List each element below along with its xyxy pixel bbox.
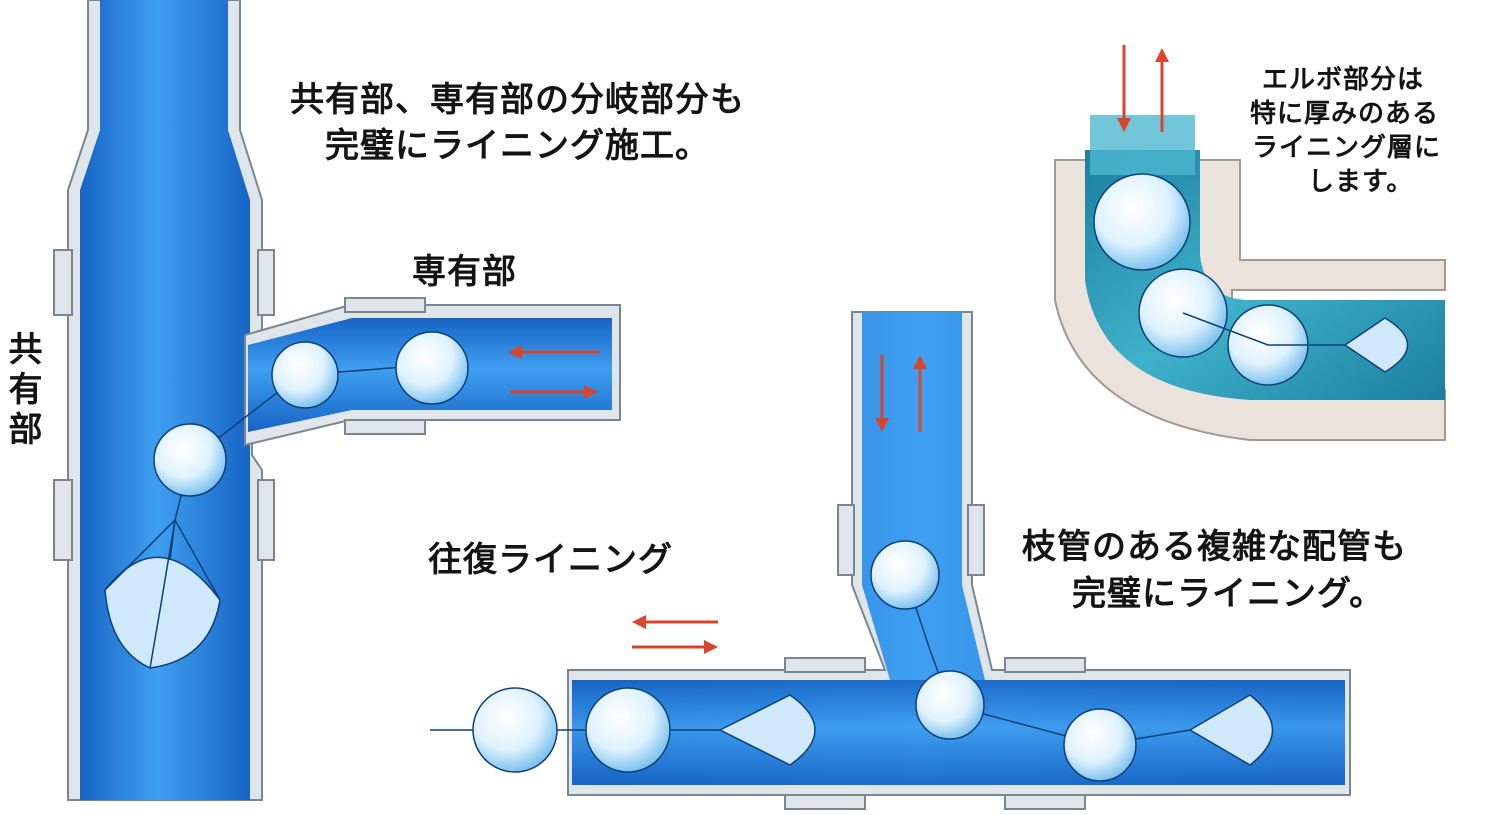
round-trip-arrows <box>632 615 718 654</box>
pig-balls-common <box>104 331 469 669</box>
right-arrow-icon <box>632 640 718 654</box>
elbow-note-line3: ライニング層に <box>1252 133 1442 163</box>
vertical-flow-arrows <box>875 355 927 432</box>
branch-note-line1: 枝管のある複雑な配管も <box>1022 527 1407 567</box>
elbow-note-line2: 特に厚みのある <box>1250 99 1440 129</box>
pig-balls-t <box>472 540 1274 782</box>
label-private-part: 専有部 <box>412 252 517 292</box>
down-arrow-icon <box>875 355 889 432</box>
title-common-line1: 共有部、専有部の分岐部分も <box>290 80 745 120</box>
elbow-pipe <box>1054 115 1446 441</box>
elbow-flow-arrows <box>1117 45 1169 132</box>
left-arrow-icon <box>632 615 718 629</box>
label-round-trip: 往復ライニング <box>428 540 673 580</box>
title-common-line2: 完璧にライニング施工。 <box>325 126 710 166</box>
right-arrow-icon <box>510 385 598 399</box>
up-arrow-icon <box>1155 48 1169 132</box>
label-common-part: 共有部 <box>8 330 44 450</box>
branch-note-line2: 完璧にライニング。 <box>1072 574 1385 614</box>
left-arrow-icon <box>508 345 600 359</box>
up-arrow-icon <box>913 355 927 432</box>
common-pipe <box>53 0 275 801</box>
private-flow-arrows <box>508 345 600 399</box>
elbow-note-line4: します。 <box>1308 167 1414 197</box>
elbow-note-line1: エルボ部分は <box>1262 65 1425 95</box>
down-arrow-icon <box>1117 45 1131 132</box>
